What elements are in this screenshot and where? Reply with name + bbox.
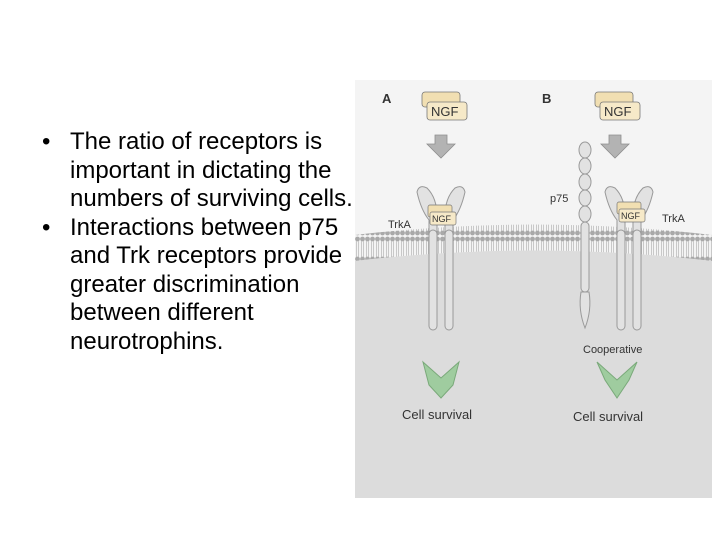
- cooperative-arrow-icon: [596, 361, 638, 399]
- trka-label-a: TrkA: [388, 219, 411, 231]
- panel-b-letter: B: [542, 91, 551, 106]
- bullet-item: The ratio of receptors is important in d…: [40, 128, 358, 214]
- receptor-diagram: A B NGF NGF TrkA Cell survival NGF: [355, 80, 712, 498]
- ngf-label-b: NGF: [604, 104, 632, 119]
- panel-a-letter: A: [382, 91, 392, 106]
- trka-receptor-b: [604, 186, 654, 331]
- p75-label: p75: [550, 193, 568, 205]
- ngf-bound-b: NGF: [616, 201, 646, 223]
- ngf-bound-a: NGF: [427, 204, 457, 226]
- outcome-label-a: Cell survival: [402, 407, 472, 422]
- arrow-down-icon: [426, 134, 456, 159]
- cytoplasm: [355, 250, 712, 498]
- ngf-ligand-b: NGF: [594, 91, 641, 121]
- ngf-bound-label-b: NGF: [621, 211, 641, 221]
- trka-label-b: TrkA: [662, 213, 685, 225]
- bullet-list: The ratio of receptors is important in d…: [40, 128, 358, 356]
- ngf-ligand-a: NGF: [421, 91, 468, 121]
- ngf-label-a: NGF: [431, 104, 459, 119]
- arrow-down-icon: [600, 134, 630, 159]
- outcome-label-b: Cell survival: [573, 409, 643, 424]
- survival-arrow-icon: [422, 360, 460, 399]
- interaction-label: Cooperative: [583, 344, 642, 356]
- p75-receptor: [578, 141, 592, 330]
- bullet-item: Interactions between p75 and Trk recepto…: [40, 214, 358, 357]
- ngf-bound-label-a: NGF: [432, 214, 452, 224]
